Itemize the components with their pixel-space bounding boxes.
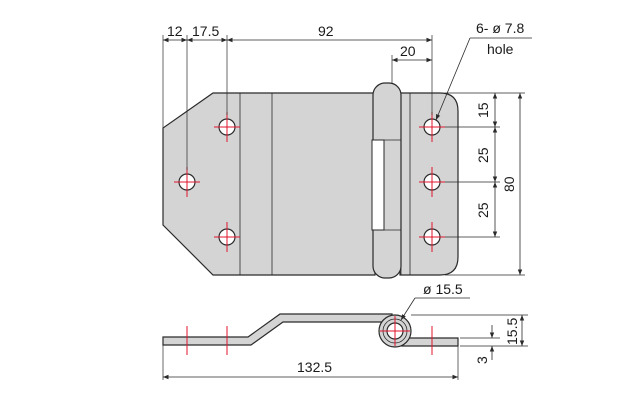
top-view: 12 17.5 92 20 6- ø 7.8 hole 15 25 25 80	[162, 20, 532, 279]
dim-92: 92	[318, 23, 334, 39]
centerlines-side	[186, 316, 433, 355]
callout-leader	[435, 37, 471, 121]
side-view: ø 15.5 132.5 15.5 3	[162, 281, 528, 380]
dim-3: 3	[474, 356, 490, 364]
dim-17-5: 17.5	[192, 23, 219, 39]
dim-pin-diameter: ø 15.5	[423, 281, 463, 297]
hole-callout-spec: 6- ø 7.8	[476, 20, 524, 36]
dim-25-b: 25	[475, 202, 491, 218]
dim-25-a: 25	[475, 147, 491, 163]
hole-callout-label: hole	[487, 41, 514, 57]
dim-15-5: 15.5	[504, 318, 520, 345]
barrel-gap	[371, 139, 385, 231]
dim-20: 20	[400, 43, 416, 59]
dim-132-5: 132.5	[297, 359, 332, 375]
side-right-plate	[401, 337, 459, 347]
pin-callout-leader	[400, 297, 416, 321]
side-profile	[162, 313, 393, 346]
dim-80: 80	[501, 176, 517, 192]
centerlines-top	[174, 112, 445, 252]
dim-15: 15	[475, 102, 491, 118]
dim-12: 12	[167, 23, 183, 39]
